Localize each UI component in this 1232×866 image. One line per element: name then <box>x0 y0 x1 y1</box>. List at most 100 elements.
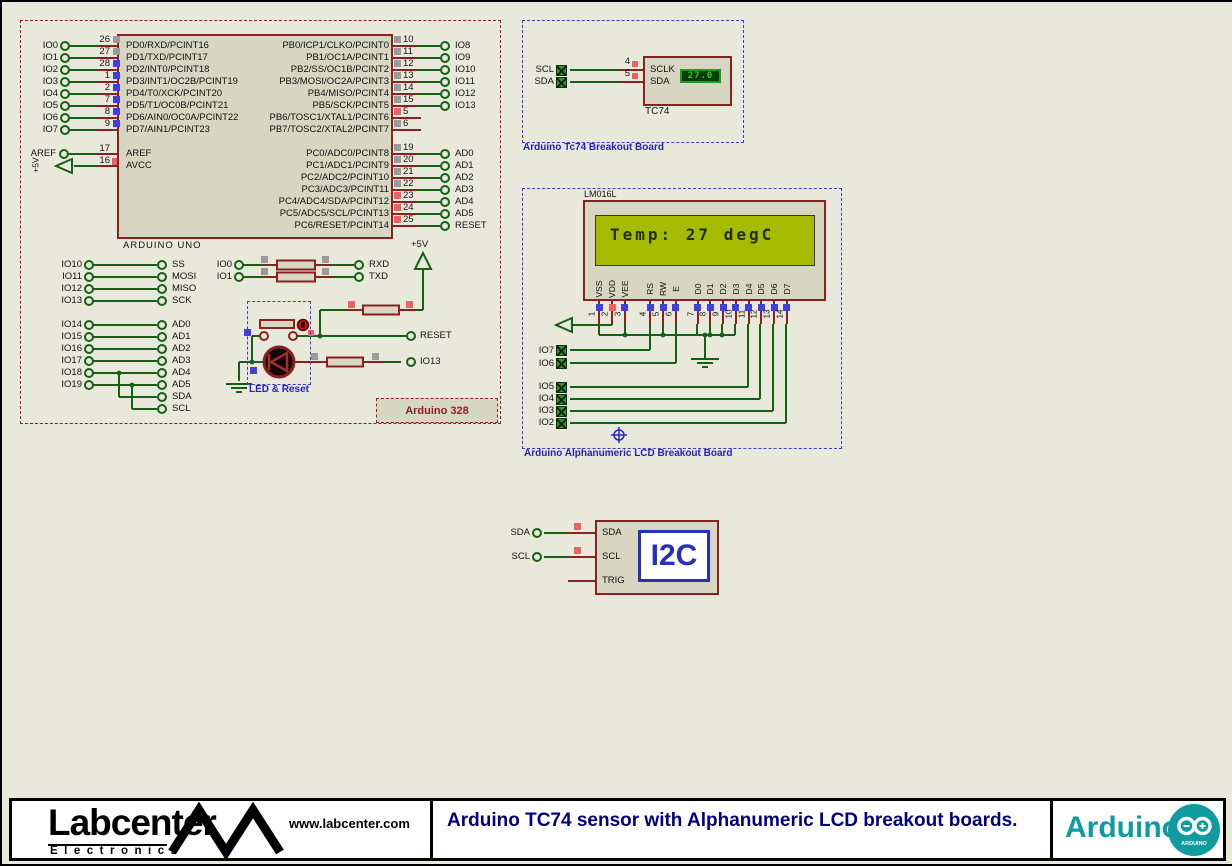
aref-chip-label: AREF <box>126 148 152 159</box>
io-terminal-row: IO4 <box>32 88 70 100</box>
resistors[interactable] <box>276 259 400 368</box>
x-terminal[interactable] <box>556 381 567 393</box>
terminal-label: RXD <box>369 259 390 270</box>
io-terminal-row: IO3 <box>32 76 70 88</box>
x-terminal[interactable] <box>556 345 567 356</box>
node-terminal[interactable] <box>84 284 94 294</box>
node-terminal[interactable] <box>84 272 94 282</box>
lcd-pin-number: 4 <box>638 311 648 317</box>
pin-state-indicator <box>394 168 401 175</box>
lcd-pin: VSS 1 <box>588 268 606 324</box>
node-terminal[interactable] <box>157 260 167 270</box>
node-terminal[interactable] <box>440 65 450 75</box>
node-terminal[interactable] <box>440 197 450 207</box>
lcd-pin-name: D5 <box>756 283 767 295</box>
node-terminal[interactable] <box>84 356 94 366</box>
node-terminal[interactable] <box>234 272 244 282</box>
node-terminal[interactable] <box>532 552 542 562</box>
node-terminal[interactable] <box>157 296 167 306</box>
io-terminal-row: IO5 <box>32 100 70 112</box>
node-terminal[interactable] <box>440 101 450 111</box>
x-terminal[interactable] <box>556 417 567 429</box>
node-terminal[interactable] <box>60 65 70 75</box>
terminal-pair-row: IO12 MISO <box>54 283 196 295</box>
node-terminal[interactable] <box>84 320 94 330</box>
node-terminal[interactable] <box>157 368 167 378</box>
x-terminal[interactable] <box>556 64 567 76</box>
node-terminal[interactable] <box>440 77 450 87</box>
node-terminal[interactable] <box>84 332 94 342</box>
x-terminal[interactable] <box>556 393 567 405</box>
node-terminal[interactable] <box>157 356 167 366</box>
terminal-pair-row: IO16 AD2 <box>54 343 192 355</box>
io-terminal-row: AD4 <box>440 196 495 208</box>
pin-state-indicator <box>394 72 401 79</box>
node-terminal[interactable] <box>157 392 167 402</box>
node-terminal[interactable] <box>60 77 70 87</box>
node-terminal[interactable] <box>60 113 70 123</box>
node-terminal[interactable] <box>440 185 450 195</box>
node-terminal[interactable] <box>532 528 542 538</box>
pin-state-indicator <box>608 304 616 311</box>
node-terminal[interactable] <box>84 260 94 270</box>
node-terminal[interactable] <box>440 89 450 99</box>
lcd-pin-name: D1 <box>705 283 716 295</box>
node-terminal[interactable] <box>440 41 450 51</box>
node-terminal[interactable] <box>440 149 450 159</box>
node-terminal[interactable] <box>84 368 94 378</box>
node-terminal[interactable] <box>157 284 167 294</box>
reset-push-button[interactable] <box>259 318 310 341</box>
arduino-uno-chip[interactable] <box>117 34 393 239</box>
node-terminal[interactable] <box>440 209 450 219</box>
node-terminal[interactable] <box>354 260 364 270</box>
node-terminal[interactable] <box>60 89 70 99</box>
node-terminal[interactable] <box>440 53 450 63</box>
io-terminal-row: AD1 <box>440 160 495 172</box>
node-terminal[interactable] <box>440 161 450 171</box>
reset-terminal[interactable] <box>406 331 416 341</box>
terminal-label: IO16 <box>61 343 82 354</box>
io13-terminal[interactable] <box>406 357 416 367</box>
chip-pin-label: PC5/ADC5/SCL/PCINT13 <box>279 208 389 219</box>
chip-pin-label: PC1/ADC1/PCINT9 <box>306 160 389 171</box>
node-terminal[interactable] <box>440 221 450 231</box>
aref-terminal[interactable] <box>59 149 69 159</box>
node-terminal[interactable] <box>84 344 94 354</box>
adc-terminal-group: IO14 AD0 IO15 AD1 IO16 AD2 IO17 <box>54 319 192 415</box>
i2c-logo-box: I2C <box>638 530 710 582</box>
node-terminal[interactable] <box>60 101 70 111</box>
lcd-pin-name: D4 <box>743 283 754 295</box>
x-terminal[interactable] <box>556 358 567 369</box>
node-terminal[interactable] <box>354 272 364 282</box>
pin-state-indicator <box>672 304 680 311</box>
node-terminal[interactable] <box>157 404 167 414</box>
pin-state-indicator <box>394 180 401 187</box>
arduino-328-caption-box: Arduino 328 <box>376 398 498 423</box>
io-terminal-row: AD2 <box>440 172 495 184</box>
chip-pin-label: PC2/ADC2/PCINT10 <box>300 172 389 183</box>
terminal-label: IO13 <box>455 100 476 111</box>
node-terminal[interactable] <box>440 173 450 183</box>
lcd-pin-stub <box>662 301 665 324</box>
pin-state-indicator <box>394 60 401 67</box>
node-terminal[interactable] <box>157 380 167 390</box>
x-terminal[interactable] <box>556 76 567 88</box>
node-terminal[interactable] <box>234 260 244 270</box>
node-terminal[interactable] <box>60 125 70 135</box>
terminal-label: AD2 <box>455 172 474 183</box>
node-terminal[interactable] <box>60 53 70 63</box>
tc74-pin4-number: 4 <box>624 56 630 67</box>
terminal-label: IO11 <box>62 271 82 282</box>
lcd-pin-stub <box>709 301 712 324</box>
node-terminal[interactable] <box>157 272 167 282</box>
node-terminal[interactable] <box>60 41 70 51</box>
node-terminal[interactable] <box>157 320 167 330</box>
node-terminal[interactable] <box>84 296 94 306</box>
pin-number-row: 23 <box>394 191 414 203</box>
pb-pin-labels: PB0/ICP1/CLKO/PCINT0 PB1/OC1A/PCINT1 PB2… <box>239 40 390 136</box>
node-terminal[interactable] <box>84 380 94 390</box>
x-terminal[interactable] <box>556 405 567 417</box>
pin-state-indicator <box>732 304 740 311</box>
node-terminal[interactable] <box>157 344 167 354</box>
node-terminal[interactable] <box>157 332 167 342</box>
